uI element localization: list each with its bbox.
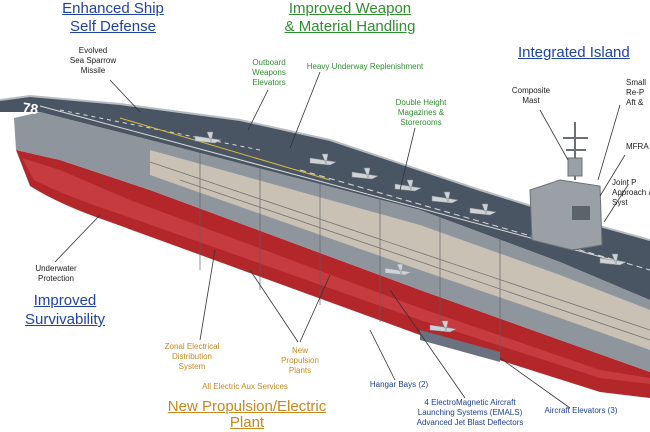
heading-enhanced-ship: Enhanced Ship: [62, 0, 164, 17]
hull-number-78: 78: [22, 99, 40, 117]
heading-improved-weapon: Improved Weapon: [288, 0, 412, 17]
heading-material-handling: & Material Handling: [284, 18, 416, 35]
heading-new-propulsion-electric: New Propulsion/Electric: [167, 398, 327, 415]
callout-text: Launching Systems (EMALS): [417, 408, 523, 417]
callout-all-electric-aux-services: All Electric Aux Services: [202, 382, 288, 391]
interior-decks: [149, 140, 650, 352]
callout-text: Syst: [612, 198, 628, 207]
callout-text: Composite: [511, 86, 551, 95]
callout-text: Re-P: [626, 88, 645, 97]
callout-text: Propulsion: [281, 356, 319, 365]
callout-text: New: [291, 346, 308, 355]
callout-text: Aft &: [626, 98, 644, 107]
callout-text: Plants: [288, 366, 312, 375]
callout-mfr: MFRA: [626, 142, 649, 151]
callout-joint-precision-approach: Joint P Approach a Syst: [612, 178, 650, 208]
flight-deck: [0, 96, 650, 300]
callout-double-height-magazines: Double Height Magazines & Storerooms: [388, 98, 454, 128]
callout-text: Advanced Jet Blast Deflectors: [416, 418, 524, 427]
callout-emals: 4 ElectroMagnetic Aircraft Launching Sys…: [410, 398, 530, 428]
aircraft-elevator-platform: [420, 330, 500, 362]
deck-markings: [39, 105, 650, 271]
heading-integrated-island: Integrated Island: [518, 44, 630, 61]
heading-survivability: Survivability: [24, 311, 106, 328]
aircraft-on-deck: [194, 131, 627, 333]
island-window: [572, 206, 590, 220]
callout-text: Evolved: [78, 46, 108, 55]
heading-self-defense: Self Defense: [70, 18, 156, 35]
callout-text: Storerooms: [400, 118, 442, 127]
callout-text: Sea Sparrow: [69, 56, 117, 65]
callout-evolved-sea-sparrow: Evolved Sea Sparrow Missile: [58, 46, 128, 76]
callout-text: 4 ElectroMagnetic Aircraft: [424, 398, 516, 407]
callout-heavy-underway-replenishment: Heavy Underway Replenishment: [306, 62, 424, 71]
callout-aircraft-elevators: Aircraft Elevators (3): [544, 406, 618, 415]
callout-text: Distribution: [171, 352, 212, 361]
callout-text: Underwater: [35, 264, 77, 273]
callout-text: Approach a: [612, 188, 650, 197]
callout-new-propulsion-plants: New Propulsion Plants: [272, 346, 328, 376]
callout-text: Mast: [522, 96, 540, 105]
callout-leader-lines: [54, 71, 629, 409]
island-superstructure: [529, 179, 603, 251]
callout-outboard-weapons-elevators: Outboard Weapons Elevators: [244, 58, 294, 88]
callout-text: Outboard: [252, 58, 286, 67]
callout-text: Elevators: [252, 78, 286, 87]
callout-hangar-bays: Hangar Bays (2): [369, 380, 429, 389]
callout-text: Magazines &: [397, 108, 445, 117]
callout-text: Small: [626, 78, 647, 87]
callout-text: Zonal Electrical: [164, 342, 220, 351]
callout-text: Protection: [37, 274, 75, 283]
composite-mast: [563, 122, 588, 180]
callout-text: Missile: [80, 66, 106, 75]
heading-plant: Plant: [229, 414, 265, 431]
hangar-interior: [150, 150, 650, 350]
callout-text: Joint P: [612, 178, 637, 187]
callout-text: Double Height: [395, 98, 447, 107]
heading-improved: Improved: [33, 292, 97, 309]
callout-composite-mast: Composite Mast: [506, 86, 556, 106]
callout-text: Weapons: [252, 68, 286, 77]
callout-zonal-electrical-distribution: Zonal Electrical Distribution System: [152, 342, 232, 372]
callout-underwater-protection: Underwater Protection: [26, 264, 86, 284]
callout-small-re-p: Small Re-P Aft &: [626, 78, 650, 108]
callout-text: System: [178, 362, 206, 371]
